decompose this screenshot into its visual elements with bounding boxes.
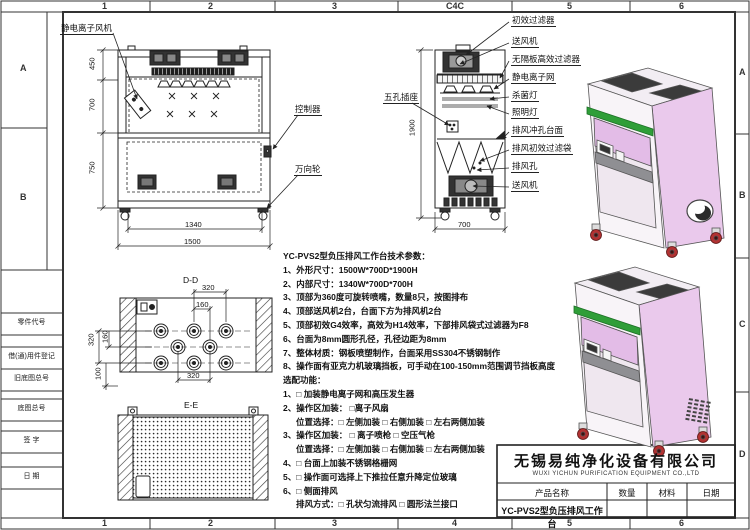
top-col-1: 1 xyxy=(102,1,108,11)
callout-exhaust-fan: 送风机 xyxy=(511,180,539,192)
bottom-col-6: 6 xyxy=(679,518,685,528)
spec-line: 8、操作面有亚克力机玻璃挡板，可手动在100-150mm范围调节挡板高度 xyxy=(283,361,556,372)
front-dim-1500: 1500 xyxy=(184,237,201,246)
bottom-col-2: 2 xyxy=(208,518,214,528)
top-col-3: 3 xyxy=(332,1,338,11)
dd-section-title: D-D xyxy=(183,275,199,285)
front-dim-750: 750 xyxy=(87,161,97,175)
bottom-col-5: 5 xyxy=(567,518,573,528)
right-row-b: B xyxy=(739,190,746,200)
company-name: 无锡易纯净化设备有限公司 xyxy=(513,453,718,470)
right-row-d: D xyxy=(739,449,746,459)
spec-option: 1、□ 加装静电离子网和高压发生器 xyxy=(283,388,415,399)
margin-label-borrowed-parts: 借(通)用件登记 xyxy=(8,353,55,360)
spec-option: 5、□ 操作面可选择上下推拉任意升降定位玻璃 xyxy=(283,471,457,482)
margin-label-part-code: 零件代号 xyxy=(17,319,46,326)
title-block-header-product: 产品名称 xyxy=(534,488,569,498)
spec-line: 4、顶部送风机2台，台面下方为排风机2台 xyxy=(283,306,442,317)
company-name-en: WUXI YICHUN PURIFICATION EQUIPMENT CO.,L… xyxy=(532,471,700,477)
title-block-header-material: 材料 xyxy=(658,488,676,498)
spec-line: 2、内部尺寸：1340W*700D*700H xyxy=(283,278,413,289)
bottom-col-3: 3 xyxy=(332,518,338,528)
caster-callout: 万向轮 xyxy=(294,164,322,176)
spec-line: 5、顶部初效G4效率，高效为H14效率，下部排风袋式过滤器为F8 xyxy=(283,319,529,330)
socket-callout: 五孔插座 xyxy=(383,92,420,104)
front-dim-700: 700 xyxy=(87,98,97,112)
dd-dim-top-320: 320 xyxy=(202,283,215,292)
top-col-4: C4C xyxy=(446,1,465,11)
margin-label-master-no: 底图总号 xyxy=(17,405,46,412)
callout-supply-fan: 送风机 xyxy=(511,36,539,48)
spec-option: 2、操作区加装： □离子风扇 xyxy=(283,402,389,413)
top-col-5: 5 xyxy=(567,1,573,11)
spec-options-title: 选配功能： xyxy=(283,375,326,386)
bottom-col-4: 4 xyxy=(452,518,458,528)
product-name: YC-PVS2型负压排风工作台 xyxy=(501,506,603,529)
ee-section-title: E-E xyxy=(184,400,199,410)
margin-label-old-master-no: 旧底图总号 xyxy=(14,375,49,382)
spec-option-sub: 排风方式：□ 孔状匀流排风 □ 圆形法兰接口 xyxy=(296,499,458,510)
side-dim-1900: 1900 xyxy=(407,119,417,137)
spec-title: YC-PVS2型负压排风工作台技术参数： xyxy=(283,251,430,261)
left-row-b: B xyxy=(20,192,27,202)
callout-hepa-filter: 无隔板高效过滤器 xyxy=(511,54,582,66)
callout-primary-filter: 初效过滤器 xyxy=(511,15,556,27)
spec-line: 7、整体材质：钢板喷塑制作，台面采用SS304不锈钢制作 xyxy=(283,347,501,358)
spec-line: 3、顶部为360度可旋转喷嘴，数量8只，按图排布 xyxy=(283,292,469,303)
top-col-2: 2 xyxy=(208,1,214,11)
spec-text-block: YC-PVS2型负压排风工作台技术参数： 1、外形尺寸：1500W*700D*1… xyxy=(283,250,556,512)
dd-dim-bottom-320: 320 xyxy=(187,371,200,380)
right-row-a: A xyxy=(739,67,746,77)
spec-line: 1、外形尺寸：1500W*700D*1900H xyxy=(283,264,418,275)
dd-dim-left-320: 320 xyxy=(86,333,96,347)
dd-dim-top-160: 160 xyxy=(196,300,209,309)
margin-label-date: 日 期 xyxy=(23,473,40,480)
spec-line: 6、台面为8mm圆形孔径，孔径边距为8mm xyxy=(283,333,447,344)
top-col-6: 6 xyxy=(679,1,685,11)
callout-perforated-top: 排风冲孔台面 xyxy=(511,125,565,137)
title-block-header-date: 日期 xyxy=(702,488,720,498)
right-row-c: C xyxy=(739,319,746,329)
spec-option: 6、□ 侧面排风 xyxy=(283,485,338,496)
callout-uv-lamp: 杀菌灯 xyxy=(511,90,539,102)
dd-dim-100: 100 xyxy=(93,367,103,381)
side-dim-700: 700 xyxy=(458,220,471,229)
callout-exhaust-hole: 排风孔 xyxy=(511,161,539,173)
margin-label-signature: 签 字 xyxy=(23,437,40,444)
callout-exhaust-bag-filter: 排风初效过滤袋 xyxy=(511,143,573,155)
callout-light: 照明灯 xyxy=(511,107,539,119)
ionizer-fan-callout: 静电离子风机 xyxy=(60,23,114,35)
dd-dim-left-160: 160 xyxy=(100,330,110,344)
callout-ion-net: 静电离子网 xyxy=(511,72,556,84)
front-dim-450: 450 xyxy=(87,57,97,71)
spec-option: 3、操作区加装： □ 离子喷枪 □ 空压气枪 xyxy=(283,430,435,441)
controller-callout: 控制器 xyxy=(294,104,322,116)
spec-option-sub: 位置选择：□ 左侧加装 □ 右侧加装 □ 左右两侧加装 xyxy=(296,444,485,455)
title-block-header-qty: 数量 xyxy=(618,488,636,498)
spec-option-sub: 位置选择：□ 左侧加装 □ 右侧加装 □ 左右两侧加装 xyxy=(296,416,485,427)
front-dim-1340: 1340 xyxy=(185,220,202,229)
left-row-a: A xyxy=(20,63,27,73)
bottom-col-1: 1 xyxy=(102,518,108,528)
spec-option: 4、□ 台面上加装不锈钢格栅网 xyxy=(283,457,398,468)
